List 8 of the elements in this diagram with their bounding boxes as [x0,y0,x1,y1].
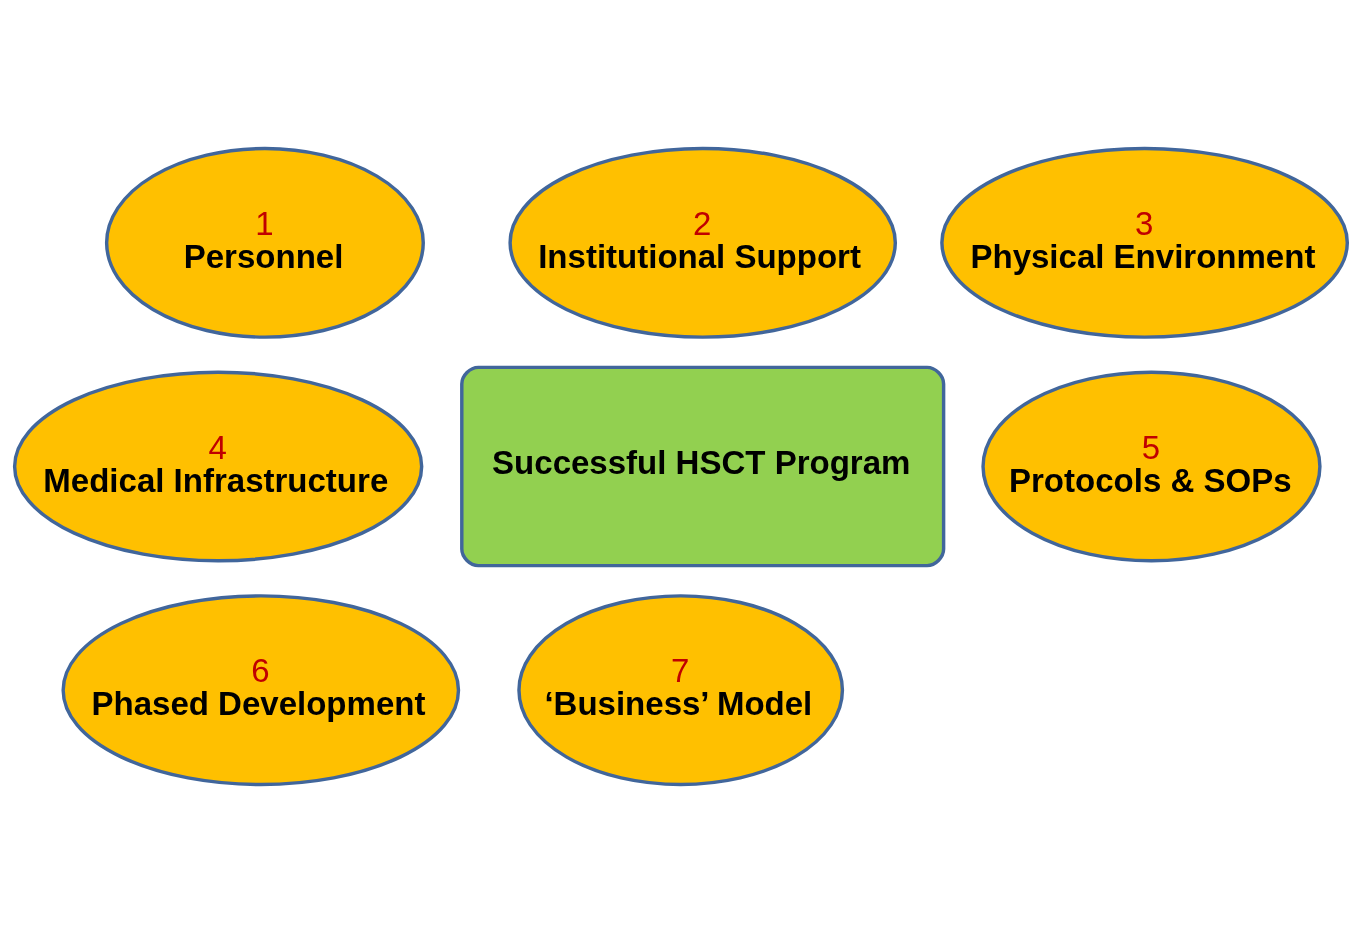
node-ellipse: 6 Phased Development [61,593,461,786]
node-ellipse: 2 Institutional Support [508,146,898,339]
node-ellipse: 4 Medical Infrastructure [12,369,424,562]
node-ellipse: 7 ‘Business’ Model [517,593,845,786]
node-ellipse: 5 Protocols & SOPs [981,369,1322,562]
node-ellipse: 3 Physical Environment [940,146,1349,339]
node-ellipse: 1 Personnel [104,146,425,339]
node-box: Successful HSCT Program [460,365,946,567]
